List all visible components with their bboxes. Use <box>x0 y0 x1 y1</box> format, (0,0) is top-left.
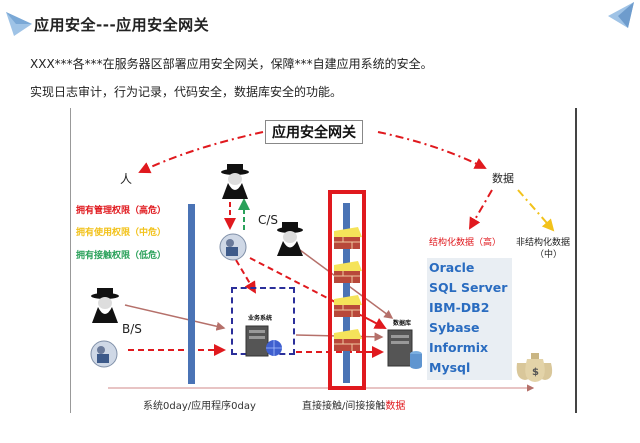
cs-label: C/S <box>258 213 279 227</box>
arrow-user-to-business <box>235 259 257 294</box>
hacker-icon <box>221 164 249 199</box>
bottom-label-contact-data: 数据 <box>385 401 406 412</box>
data-label: 数据 <box>492 172 514 185</box>
diagram-border-right <box>575 108 577 413</box>
database-server-icon <box>387 329 422 369</box>
firewall-icons <box>334 227 362 351</box>
hacker-icon <box>91 288 119 323</box>
gateway-label: 应用安全网关 <box>265 120 363 144</box>
firewall-icon <box>334 295 362 317</box>
arrow-gateway-to-data <box>377 131 487 169</box>
database-item: Oracle <box>429 260 475 275</box>
bs-label: B/S <box>122 322 142 336</box>
bottom-label-0day: 系统0day/应用程序0day <box>143 401 256 412</box>
gateway-highlight-box <box>328 190 366 390</box>
gateway-bar <box>343 203 350 383</box>
network-boundary-bar <box>188 204 195 384</box>
database-item: SQL Server <box>429 280 508 295</box>
structured-data-label: 结构化数据（高） <box>429 238 502 248</box>
database-item: Informix <box>429 340 489 355</box>
database-item: Sybase <box>429 320 480 335</box>
firewall-icon <box>334 329 362 351</box>
diagram-border-left <box>70 108 71 413</box>
bottom-label-contact-prefix: 直接接触/间接接触 <box>302 401 386 412</box>
arrow-data-to-structured <box>468 189 493 230</box>
database-item: IBM-DB2 <box>429 300 490 315</box>
user-icon <box>90 340 118 368</box>
paper-plane-icon <box>608 2 634 28</box>
money-bags-icon: $ <box>516 353 553 382</box>
business-system-label: 业务系统 <box>248 315 273 322</box>
permission-contact: 拥有接触权限（低危） <box>76 251 167 261</box>
permission-admin: 拥有管理权限（高危） <box>76 206 167 216</box>
arrow-data-to-unstructured <box>517 189 555 232</box>
svg-text:$: $ <box>532 367 539 378</box>
server-icon <box>245 325 282 357</box>
unstructured-data-level: （中） <box>535 250 563 260</box>
database-label: 数据库 <box>393 320 412 327</box>
database-item: Mysql <box>429 360 471 375</box>
arrow-bs-hacker-to-business <box>124 304 226 331</box>
firewall-icon <box>334 227 362 249</box>
paper-plane-icon <box>6 12 32 36</box>
person-label: 人 <box>120 172 133 186</box>
bottom-label-contact: 直接接触/间接接触数据 <box>302 397 405 412</box>
firewall-icon <box>334 261 362 283</box>
permission-use: 拥有使用权限（中危） <box>76 228 167 238</box>
user-icon <box>219 233 247 261</box>
page-title: 应用安全---应用安全网关 <box>34 16 210 34</box>
description-line-1: XXX***各***在服务器区部署应用安全网关，保障***自建应用系统的安全。 <box>30 57 433 71</box>
description-line-2: 实现日志审计，行为记录，代码安全，数据库安全的功能。 <box>30 85 343 99</box>
hacker-icon <box>277 222 303 256</box>
database-list: Oracle SQL Server IBM-DB2 Sybase Informi… <box>427 258 512 380</box>
unstructured-data-label: 非结构化数据 <box>516 238 571 248</box>
